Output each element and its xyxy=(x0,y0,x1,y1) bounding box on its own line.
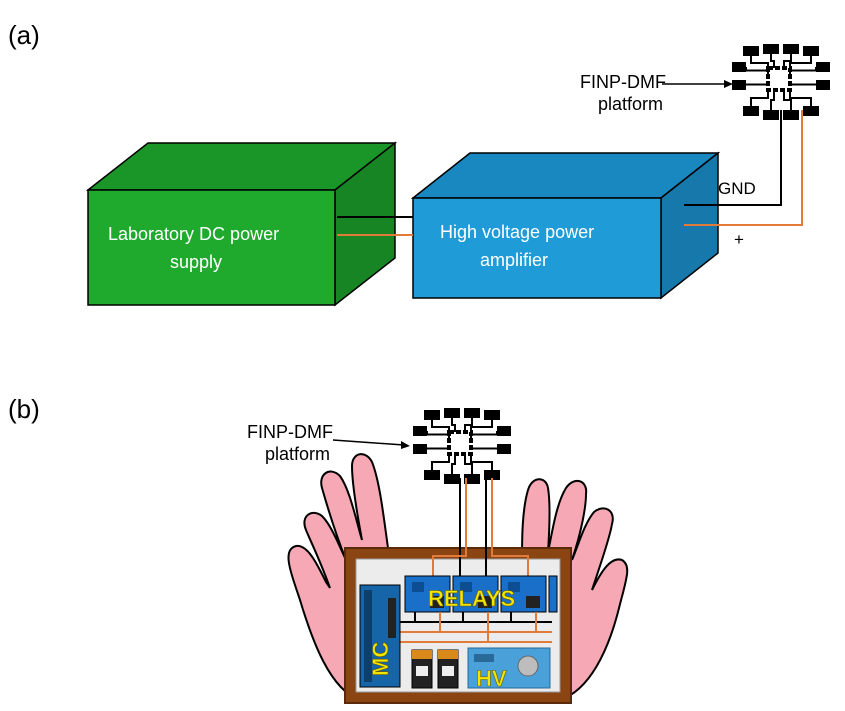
chip-trace xyxy=(470,431,498,438)
chip-to-relay-wires xyxy=(432,478,529,578)
chip-center xyxy=(766,66,792,92)
chip-pad xyxy=(424,470,440,480)
chip-trace xyxy=(770,54,775,68)
chip-trace xyxy=(745,67,769,74)
mc-label: MC xyxy=(368,642,393,676)
chip-pad xyxy=(732,62,746,72)
chip-pad xyxy=(743,106,759,116)
chip-a-label-line2: platform xyxy=(598,94,663,114)
chip-pad xyxy=(763,110,779,120)
chip-trace xyxy=(789,56,812,70)
hv-module xyxy=(467,647,551,689)
chip-pad xyxy=(803,106,819,116)
chip-pad xyxy=(763,44,779,54)
chip-pad xyxy=(464,408,480,418)
gnd-label: GND xyxy=(718,179,756,198)
microcontroller-board xyxy=(359,584,401,688)
chip-pad xyxy=(803,46,819,56)
chip-pad xyxy=(444,408,460,418)
chip-pad xyxy=(464,474,480,484)
chip-pad xyxy=(732,80,746,90)
amplifier-box xyxy=(410,151,721,300)
chip-pad xyxy=(444,474,460,484)
chip-trace xyxy=(426,447,450,450)
chip-trace xyxy=(789,67,817,74)
chip-trace xyxy=(750,90,769,106)
chip-trace xyxy=(789,83,817,86)
chip-a-arrow xyxy=(662,80,733,88)
chip-pad xyxy=(497,444,511,454)
chip-trace xyxy=(470,454,493,470)
chip-trace xyxy=(431,420,450,434)
chip-pad xyxy=(783,110,799,120)
chip-trace xyxy=(451,454,456,474)
chip-trace xyxy=(464,454,473,474)
panel-a-label: (a) xyxy=(8,20,40,50)
chip-b-label-line1: FINP-DMF xyxy=(247,422,333,442)
panel-b-label: (b) xyxy=(8,394,40,424)
amplifier-label-line1: High voltage power xyxy=(440,222,594,242)
chip-trace xyxy=(770,90,775,110)
chip-pad xyxy=(497,426,511,436)
chip-pad xyxy=(413,444,427,454)
chip-trace xyxy=(783,90,792,110)
chip-pad xyxy=(484,470,500,480)
chip-b-arrow xyxy=(332,439,410,449)
plus-label: + xyxy=(734,230,744,249)
chip-pad xyxy=(424,410,440,420)
wire-positive-amp-chip xyxy=(684,110,803,226)
chip-trace xyxy=(745,83,769,86)
finp-dmf-chip-b xyxy=(413,408,511,484)
chip-trace xyxy=(750,56,769,70)
dc-supply-label-line1: Laboratory DC power xyxy=(108,224,279,244)
battery-1 xyxy=(411,649,433,689)
hv-label: HV xyxy=(476,666,507,691)
relay-bus-wires xyxy=(400,612,552,643)
battery-2 xyxy=(437,649,459,689)
chip-pad xyxy=(413,426,427,436)
dc-supply-label-line2: supply xyxy=(170,252,222,272)
chip-trace xyxy=(470,420,493,434)
finp-dmf-chip-a xyxy=(732,44,830,120)
chip-center xyxy=(447,430,473,456)
chip-pad xyxy=(743,46,759,56)
chip-pad xyxy=(484,410,500,420)
chip-a-label-line1: FINP-DMF xyxy=(580,72,666,92)
chip-pad xyxy=(816,62,830,72)
relays-label: RELAYS xyxy=(428,586,515,611)
chip-pad xyxy=(783,44,799,54)
chip-trace xyxy=(789,90,812,106)
chip-trace xyxy=(470,447,498,450)
chip-trace xyxy=(783,54,792,68)
relay-modules xyxy=(404,575,558,613)
wire-ground-amp-chip xyxy=(684,110,782,206)
dc-power-supply-box xyxy=(85,141,398,307)
chip-pad xyxy=(816,80,830,90)
chip-b-label-line2: platform xyxy=(265,444,330,464)
amplifier-label-line2: amplifier xyxy=(480,250,548,270)
chip-trace xyxy=(426,431,450,438)
chip-trace xyxy=(431,454,450,470)
chip-trace xyxy=(464,418,473,432)
chip-trace xyxy=(451,418,456,432)
